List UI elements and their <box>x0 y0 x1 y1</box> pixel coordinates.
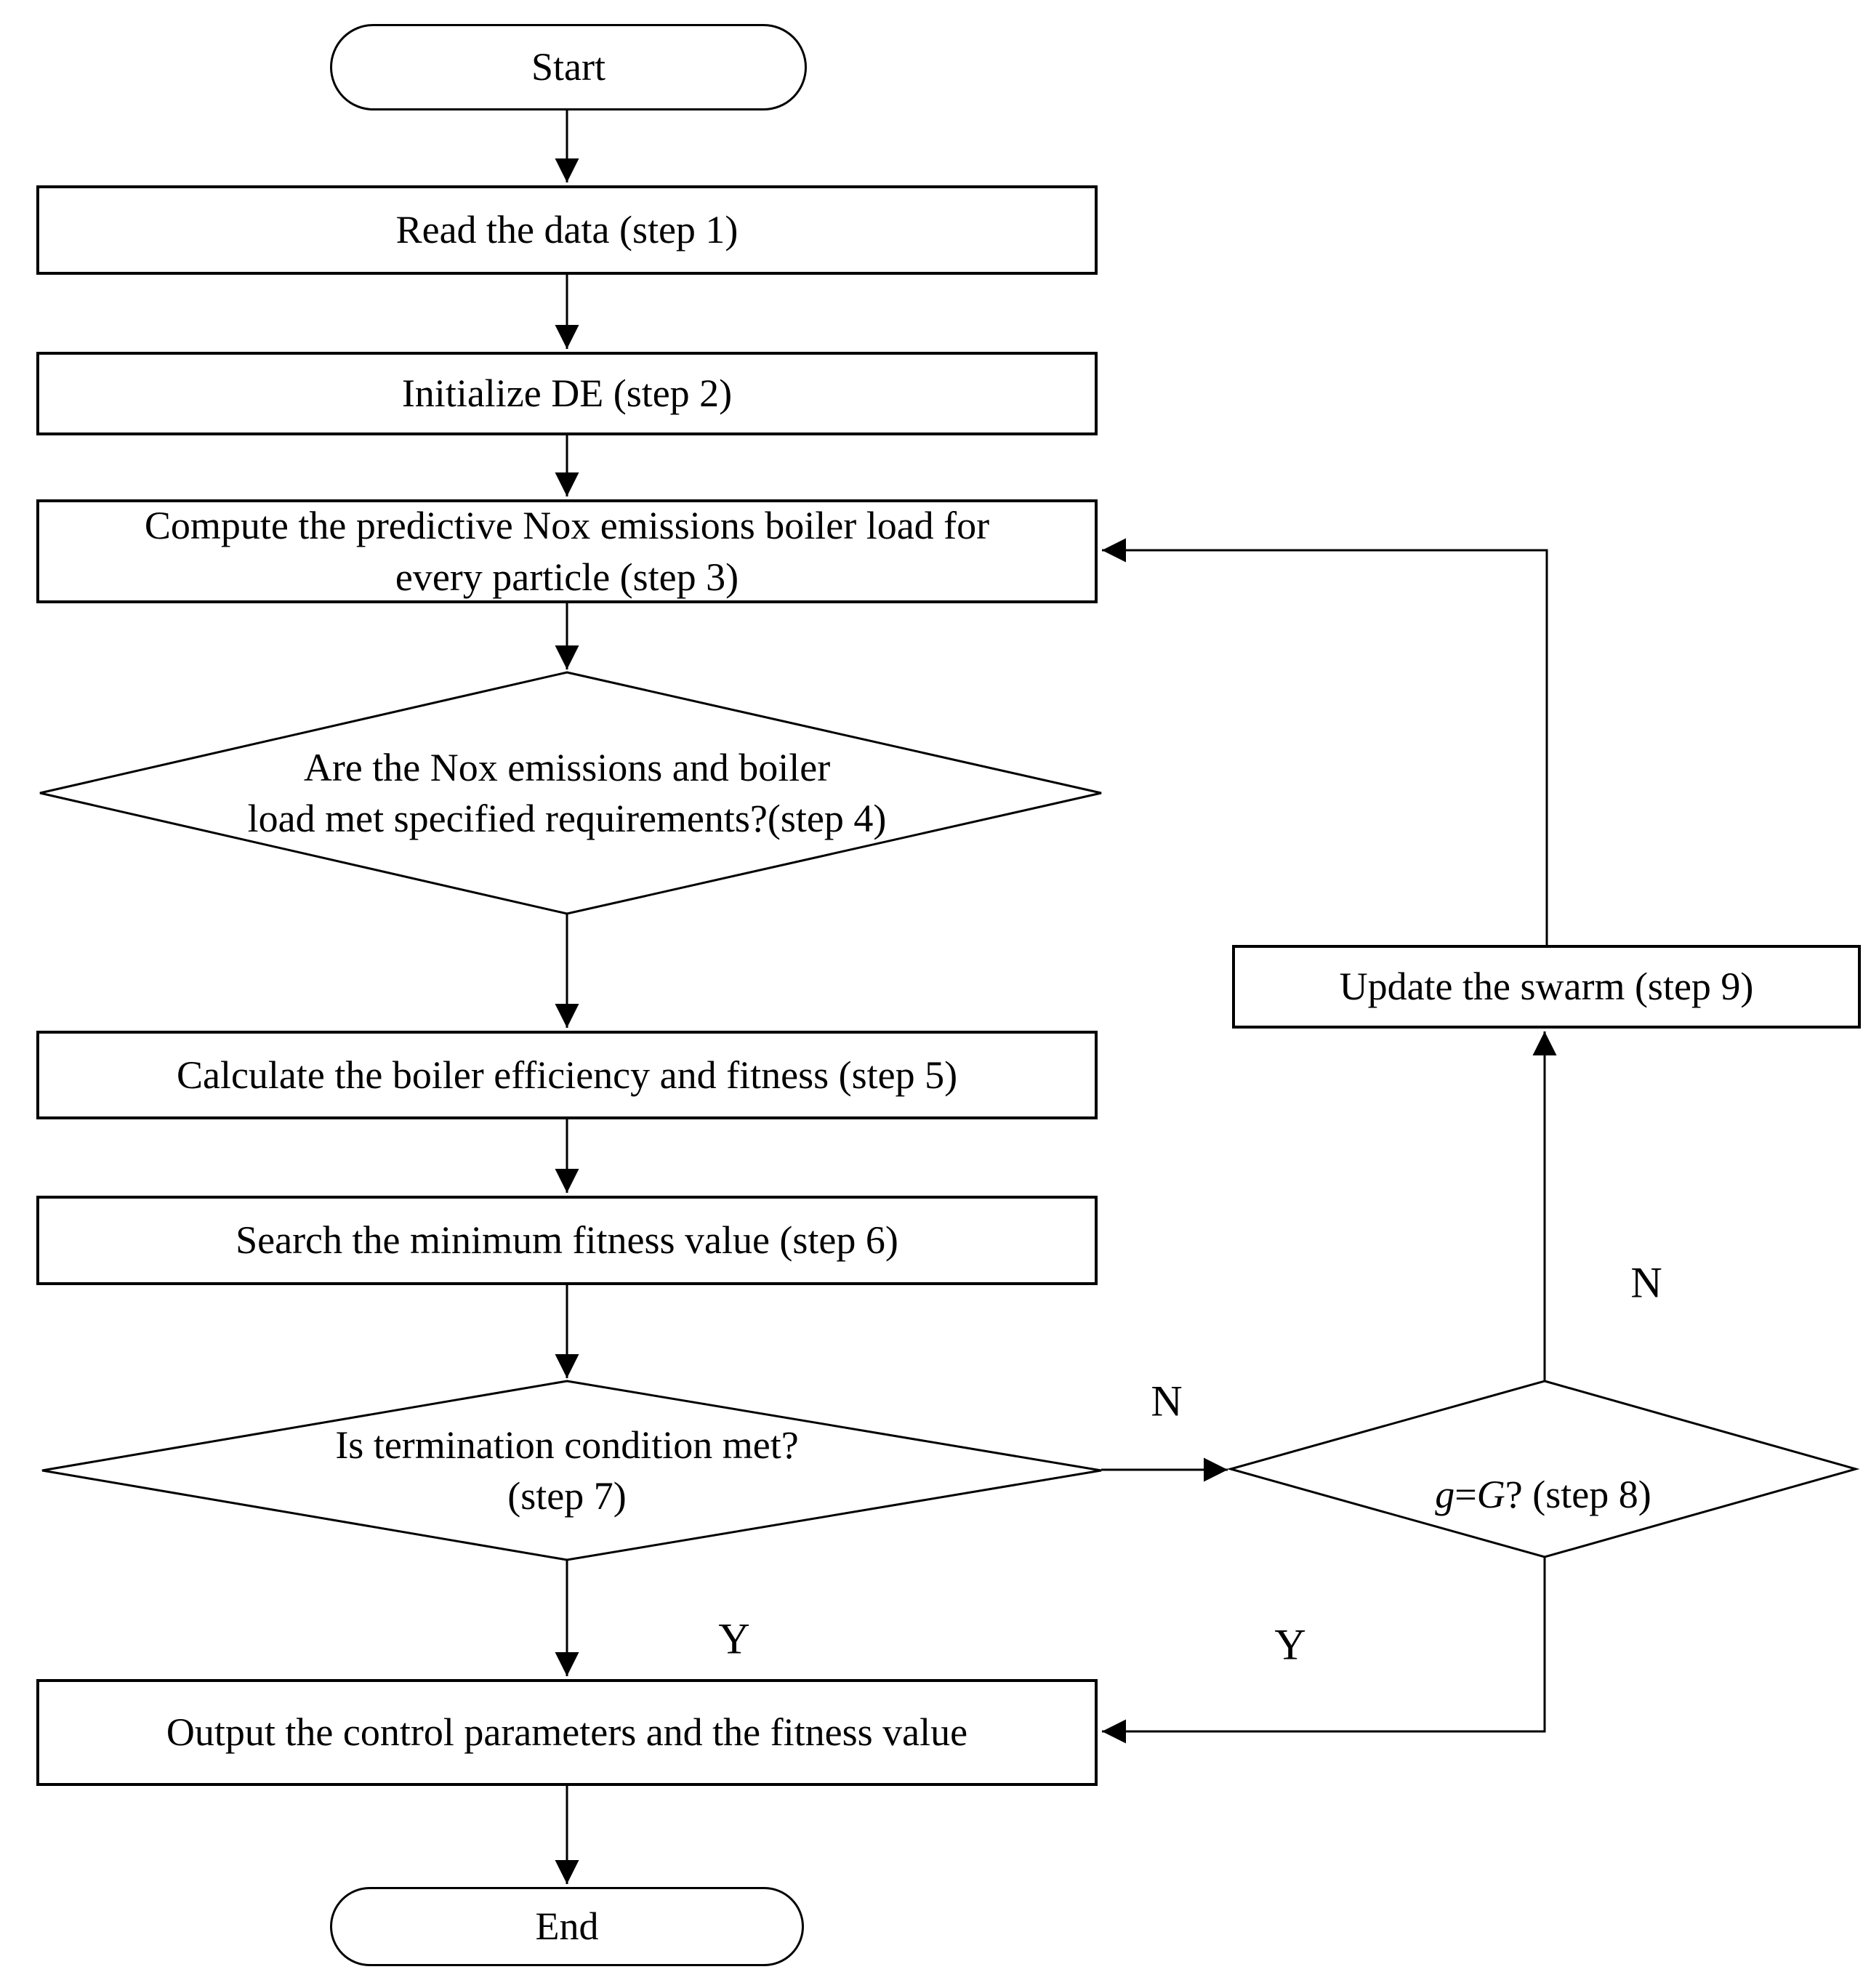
decision-step7-label: Is termination condition met? (step 7) <box>335 1422 799 1518</box>
branch-label-step7-no: N <box>1151 1377 1183 1425</box>
process-step6: Search the minimum fitness value (step 6… <box>36 1196 1098 1285</box>
decision-step8-rest: ? (step 8) <box>1505 1473 1651 1516</box>
start-node: Start <box>330 24 807 110</box>
process-step5: Calculate the boiler efficiency and fitn… <box>36 1031 1098 1119</box>
process-step2: Initialize DE (step 2) <box>36 352 1098 435</box>
decision-step8-label: g=G? (step 8) <box>1435 1418 1651 1520</box>
process-output: Output the control parameters and the fi… <box>36 1679 1098 1786</box>
process-step1: Read the data (step 1) <box>36 185 1098 275</box>
decision-step4-label: Are the Nox emissions and boiler load me… <box>247 745 887 840</box>
decision-step8-equals: = <box>1454 1473 1477 1516</box>
end-node: End <box>330 1887 804 1966</box>
decision-step8-var-G: G <box>1476 1473 1505 1516</box>
branch-label-step8-yes: Y <box>1274 1620 1306 1669</box>
branch-label-step8-no: N <box>1630 1258 1662 1307</box>
connector-step9-step3 <box>1102 538 1548 945</box>
process-step3: Compute the predictive Nox emissions boi… <box>36 499 1098 603</box>
decision-step8-var-g: g <box>1435 1473 1455 1516</box>
connector-step8-output <box>1102 1557 1546 1744</box>
branch-label-step7-yes: Y <box>718 1614 750 1663</box>
process-step9: Update the swarm (step 9) <box>1232 945 1861 1029</box>
